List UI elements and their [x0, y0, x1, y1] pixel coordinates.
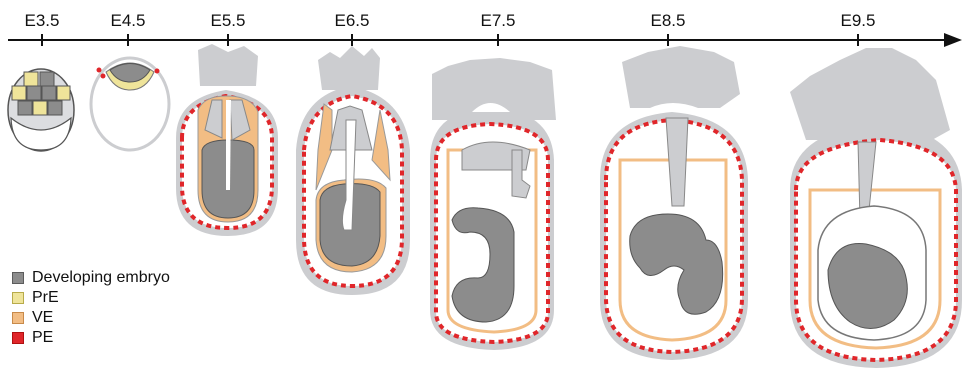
stage-label: E9.5 [841, 11, 876, 30]
legend-swatch-ve [12, 312, 24, 324]
legend-swatch-pe [12, 332, 24, 344]
stage-e8-5-embryo [600, 46, 748, 360]
stage-label: E4.5 [111, 11, 146, 30]
stage-label: E5.5 [211, 11, 246, 30]
stage-e6-5-embryo [296, 46, 410, 295]
stage-e3-5-blastocyst [8, 69, 74, 151]
legend-label-pre: PrE [32, 289, 59, 307]
legend-label-developing-embryo: Developing embryo [32, 269, 170, 287]
legend-item-developing-embryo: Developing embryo [12, 268, 170, 288]
stage-e5-5-embryo [176, 44, 278, 236]
stage-e7-5-embryo [430, 58, 556, 350]
stage-label: E7.5 [481, 11, 516, 30]
timeline: E3.5 E4.5 E5.5 E6.5 E7.5 E8.5 E9.5 [8, 11, 962, 47]
legend-swatch-developing-embryo [12, 272, 24, 284]
stage-e4-5-embryo [91, 58, 169, 150]
legend-swatch-pre [12, 292, 24, 304]
stage-label: E8.5 [651, 11, 686, 30]
legend-item-ve: VE [12, 308, 170, 328]
legend: Developing embryo PrE VE PE [12, 268, 170, 348]
legend-label-ve: VE [32, 309, 53, 327]
legend-label-pe: PE [32, 329, 53, 347]
legend-item-pre: PrE [12, 288, 170, 308]
stage-label: E3.5 [25, 11, 60, 30]
legend-item-pe: PE [12, 328, 170, 348]
timeline-arrowhead [944, 33, 962, 47]
stage-e9-5-embryo [790, 48, 962, 368]
stage-label: E6.5 [335, 11, 370, 30]
